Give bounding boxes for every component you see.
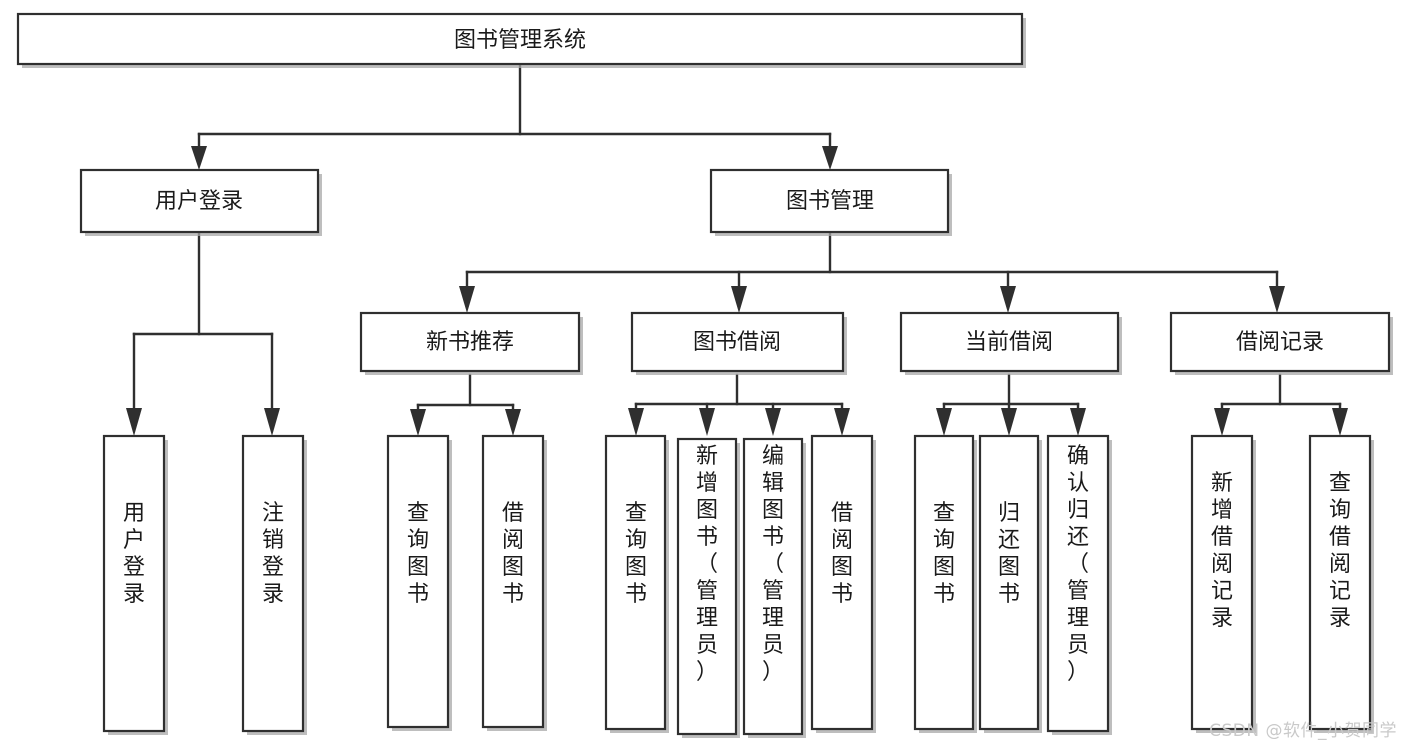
node-leaf-query-book-3-box bbox=[913, 434, 975, 731]
node-leaf-query-book-3[interactable]: 查询图书 bbox=[913, 434, 977, 733]
node-leaf-user-login-box bbox=[102, 434, 166, 733]
arrow-head-leaf-confirm-return bbox=[1070, 408, 1086, 436]
arrow-head-leaf-query-record bbox=[1332, 408, 1348, 436]
edge-layer bbox=[126, 62, 1348, 436]
node-leaf-add-book[interactable]: 新增图书（管理员） bbox=[676, 437, 740, 738]
node-book-mgmt-box bbox=[709, 168, 950, 234]
arrow-head-user-login bbox=[191, 146, 207, 170]
node-leaf-add-book-box bbox=[676, 437, 738, 736]
node-leaf-return-book-label: 归还图书 bbox=[998, 501, 1020, 607]
node-leaf-query-record-label: 查询借阅记录 bbox=[1329, 471, 1351, 631]
node-user-login-box bbox=[79, 168, 320, 234]
node-leaf-borrow-book-2-box bbox=[810, 434, 874, 731]
node-borrow-record[interactable]: 借阅记录 bbox=[1169, 311, 1393, 375]
node-leaf-logout-box bbox=[241, 434, 305, 733]
arrow-head-leaf-add-book bbox=[699, 408, 715, 436]
arrow-head-borrow-record bbox=[1269, 286, 1285, 313]
node-book-mgmt[interactable]: 图书管理 bbox=[709, 168, 952, 236]
node-leaf-query-book-2-label: 查询图书 bbox=[625, 501, 647, 607]
arrow-head-leaf-add-record bbox=[1214, 408, 1230, 436]
node-leaf-borrow-book-1-label: 借阅图书 bbox=[502, 501, 524, 607]
node-leaf-borrow-book-2[interactable]: 借阅图书 bbox=[810, 434, 876, 733]
arrow-head-leaf-edit-book bbox=[765, 408, 781, 436]
node-leaf-query-book-1-label: 查询图书 bbox=[407, 501, 429, 607]
node-leaf-edit-book-box bbox=[742, 437, 804, 736]
node-current-borrow-box bbox=[899, 311, 1120, 373]
arrow-head-book-borrow bbox=[731, 286, 747, 313]
arrow-head-leaf-borrow-book-2 bbox=[834, 408, 850, 436]
arrow-head-book-mgmt bbox=[822, 146, 838, 170]
arrow-head-new-book-rec bbox=[459, 286, 475, 313]
node-leaf-return-book[interactable]: 归还图书 bbox=[978, 434, 1042, 733]
node-user-login[interactable]: 用户登录 bbox=[79, 168, 322, 236]
node-leaf-add-record-label: 新增借阅记录 bbox=[1211, 471, 1233, 631]
node-leaf-edit-book[interactable]: 编辑图书（管理员） bbox=[742, 437, 806, 738]
node-leaf-query-book-1[interactable]: 查询图书 bbox=[386, 434, 452, 731]
node-leaf-logout-label: 注销登录 bbox=[262, 501, 284, 607]
node-leaf-query-record-box bbox=[1308, 434, 1372, 731]
node-leaf-query-book-2-box bbox=[604, 434, 667, 731]
arrow-head-leaf-return-book bbox=[1001, 408, 1017, 436]
arrow-head-current-borrow bbox=[1000, 286, 1016, 313]
node-leaf-query-record[interactable]: 查询借阅记录 bbox=[1308, 434, 1374, 733]
node-leaf-query-book-3-label: 查询图书 bbox=[933, 501, 955, 607]
node-leaf-borrow-book-2-label: 借阅图书 bbox=[831, 501, 853, 607]
node-new-book-rec-box bbox=[359, 311, 581, 373]
node-root[interactable]: 图书管理系统 bbox=[16, 12, 1026, 68]
node-leaf-add-book-label: 新增图书（管理员） bbox=[696, 444, 718, 685]
arrow-head-leaf-query-book-1 bbox=[410, 409, 426, 436]
node-leaf-logout[interactable]: 注销登录 bbox=[241, 434, 307, 735]
arrow-head-leaf-query-book-3 bbox=[936, 408, 952, 436]
node-leaf-confirm-return-box bbox=[1046, 434, 1110, 733]
arrow-head-leaf-user-login bbox=[126, 408, 142, 436]
node-leaf-user-login[interactable]: 用户登录 bbox=[102, 434, 168, 735]
node-leaf-confirm-return[interactable]: 确认归还（管理员） bbox=[1046, 434, 1112, 735]
node-current-borrow[interactable]: 当前借阅 bbox=[899, 311, 1122, 375]
node-new-book-rec-label: 新书推荐 bbox=[426, 330, 514, 355]
node-leaf-borrow-book-1-box bbox=[481, 434, 545, 729]
node-user-login-label: 用户登录 bbox=[155, 189, 243, 214]
node-root-box bbox=[16, 12, 1024, 66]
node-leaf-user-login-label: 用户登录 bbox=[123, 501, 145, 607]
node-root-label: 图书管理系统 bbox=[454, 28, 586, 53]
node-borrow-record-label: 借阅记录 bbox=[1236, 330, 1324, 355]
node-book-borrow-label: 图书借阅 bbox=[693, 330, 781, 355]
arrow-head-leaf-query-book-2 bbox=[628, 408, 644, 436]
node-leaf-borrow-book-1[interactable]: 借阅图书 bbox=[481, 434, 547, 731]
node-leaf-add-record[interactable]: 新增借阅记录 bbox=[1190, 434, 1256, 733]
node-leaf-add-record-box bbox=[1190, 434, 1254, 731]
node-book-borrow[interactable]: 图书借阅 bbox=[630, 311, 847, 375]
node-book-mgmt-label: 图书管理 bbox=[786, 189, 874, 214]
node-current-borrow-label: 当前借阅 bbox=[965, 330, 1053, 355]
node-leaf-query-book-2[interactable]: 查询图书 bbox=[604, 434, 669, 733]
node-leaf-edit-book-label: 编辑图书（管理员） bbox=[762, 444, 784, 685]
node-leaf-return-book-box bbox=[978, 434, 1040, 731]
node-leaf-query-book-1-box bbox=[386, 434, 450, 729]
node-book-borrow-box bbox=[630, 311, 845, 373]
node-borrow-record-box bbox=[1169, 311, 1391, 373]
node-new-book-rec[interactable]: 新书推荐 bbox=[359, 311, 583, 375]
node-leaf-confirm-return-label: 确认归还（管理员） bbox=[1067, 444, 1089, 685]
arrow-head-leaf-logout bbox=[264, 408, 280, 436]
arrow-head-leaf-borrow-book-1 bbox=[505, 409, 521, 436]
